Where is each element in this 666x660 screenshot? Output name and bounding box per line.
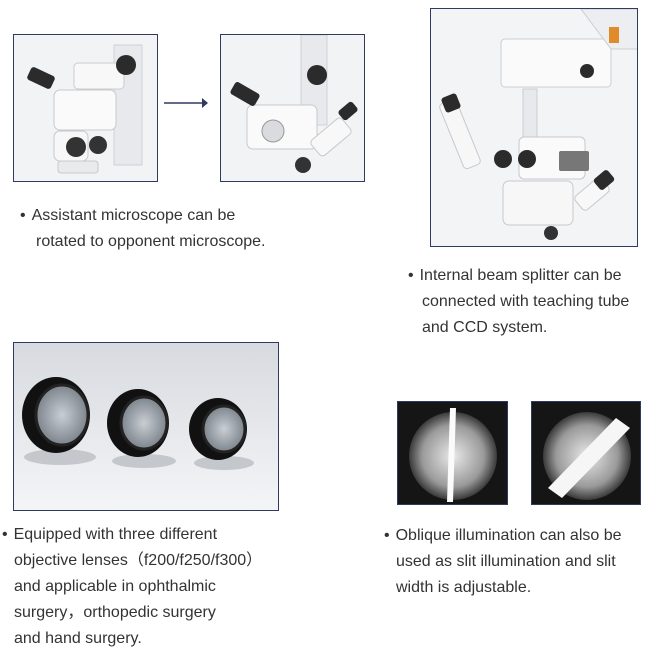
photo-beam-splitter xyxy=(430,8,638,247)
photo-assistant-before xyxy=(13,34,158,182)
caption-oblique: •Oblique illumination can also be used a… xyxy=(384,523,622,601)
caption-splitter: •Internal beam splitter can be connected… xyxy=(408,263,629,341)
photo-objective-lenses xyxy=(13,342,279,511)
caption-line: •Internal beam splitter can be xyxy=(408,267,622,284)
microscope-illustration xyxy=(14,35,157,181)
photo-assistant-after xyxy=(220,34,365,182)
beam-splitter-illustration xyxy=(431,9,637,246)
caption-line: and applicable in ophthalmic xyxy=(14,578,216,595)
caption-assistant: •Assistant microscope can be rotated to … xyxy=(20,203,265,255)
photo-slit-oblique xyxy=(531,401,641,505)
caption-line: rotated to opponent microscope. xyxy=(36,233,266,250)
caption-line: surgery，orthopedic surgery xyxy=(14,604,216,621)
objective-lenses-illustration xyxy=(14,343,278,510)
arrow-right-icon xyxy=(164,96,208,108)
caption-line: •Equipped with three different xyxy=(2,526,218,543)
caption-line: used as slit illumination and slit xyxy=(396,553,616,570)
photo-slit-vertical xyxy=(397,401,508,505)
caption-line: •Oblique illumination can also be xyxy=(384,527,622,544)
caption-line: connected with teaching tube xyxy=(422,293,630,310)
caption-line: objective lenses（f200/f250/f300） xyxy=(14,552,263,569)
caption-line: •Assistant microscope can be xyxy=(20,207,236,224)
caption-line: width is adjustable. xyxy=(396,579,532,596)
slit-vertical-illustration xyxy=(398,402,507,504)
slit-oblique-illustration xyxy=(532,402,640,504)
caption-lenses: •Equipped with three different objective… xyxy=(2,522,262,652)
microscope-rotated-illustration xyxy=(221,35,364,181)
caption-line: and CCD system. xyxy=(422,319,548,336)
caption-line: and hand surgery. xyxy=(14,630,142,647)
